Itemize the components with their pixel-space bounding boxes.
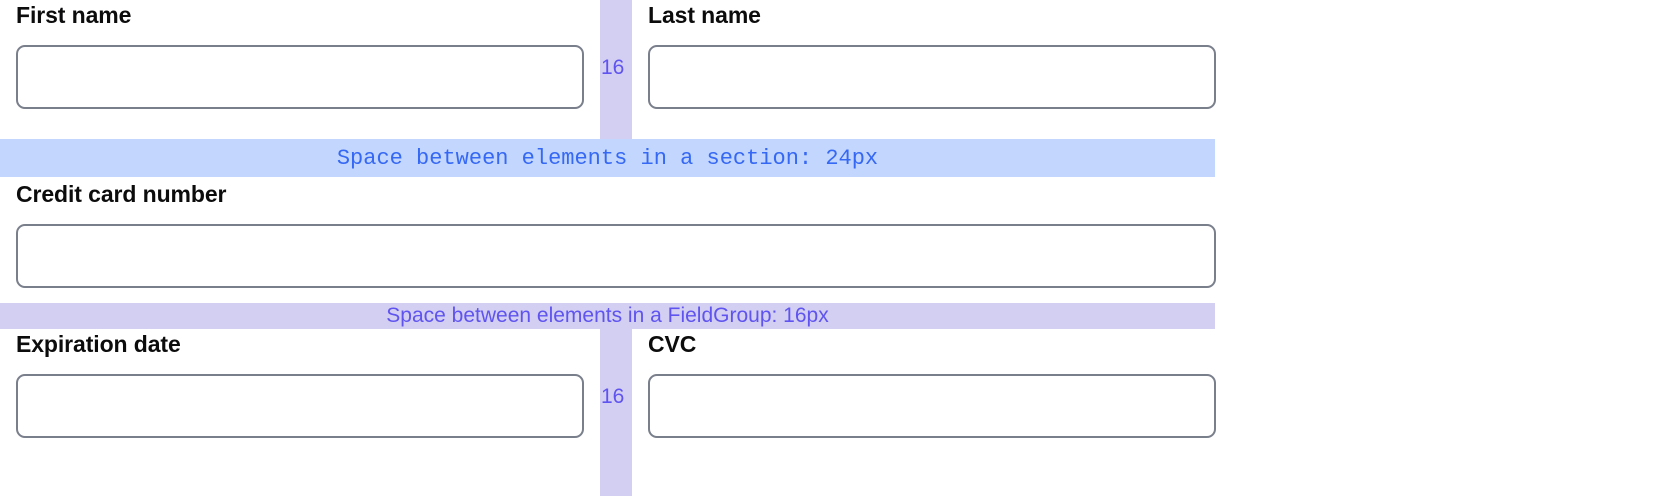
expiration-date-input[interactable] bbox=[16, 374, 584, 438]
card-row: Credit card number bbox=[0, 179, 1232, 288]
field-expiration-date: Expiration date bbox=[0, 329, 600, 496]
field-label-first-name: First name bbox=[16, 2, 132, 28]
gap-marker-value: 16 bbox=[601, 385, 625, 408]
field-label-cvc: CVC bbox=[648, 331, 697, 357]
cvc-input[interactable] bbox=[648, 374, 1216, 438]
gap-marker-expiry-row: 16 bbox=[600, 329, 632, 496]
field-first-name: First name bbox=[0, 0, 600, 139]
fieldgroup-spacing-band: Space between elements in a FieldGroup: … bbox=[0, 303, 1215, 329]
gap-marker-name-row: 16 bbox=[600, 0, 632, 139]
section-spacing-band: Space between elements in a section: 24p… bbox=[0, 139, 1215, 177]
form-content: First name 16 Last name Space between el… bbox=[0, 0, 1232, 496]
fieldgroup-spacing-label: Space between elements in a FieldGroup: … bbox=[386, 304, 829, 327]
name-row: First name 16 Last name bbox=[0, 0, 1232, 139]
first-name-input[interactable] bbox=[16, 45, 584, 109]
field-label-credit-card-number: Credit card number bbox=[16, 181, 227, 207]
expiry-row: Expiration date 16 CVC bbox=[0, 329, 1232, 496]
credit-card-number-input[interactable] bbox=[16, 224, 1216, 288]
field-credit-card-number: Credit card number bbox=[0, 179, 1232, 288]
last-name-input[interactable] bbox=[648, 45, 1216, 109]
field-label-last-name: Last name bbox=[648, 2, 761, 28]
gap-marker-value: 16 bbox=[601, 56, 625, 79]
field-label-expiration-date: Expiration date bbox=[16, 331, 181, 357]
field-last-name: Last name bbox=[632, 0, 1232, 139]
field-cvc: CVC bbox=[632, 329, 1232, 496]
section-spacing-label: Space between elements in a section: 24p… bbox=[336, 145, 879, 171]
